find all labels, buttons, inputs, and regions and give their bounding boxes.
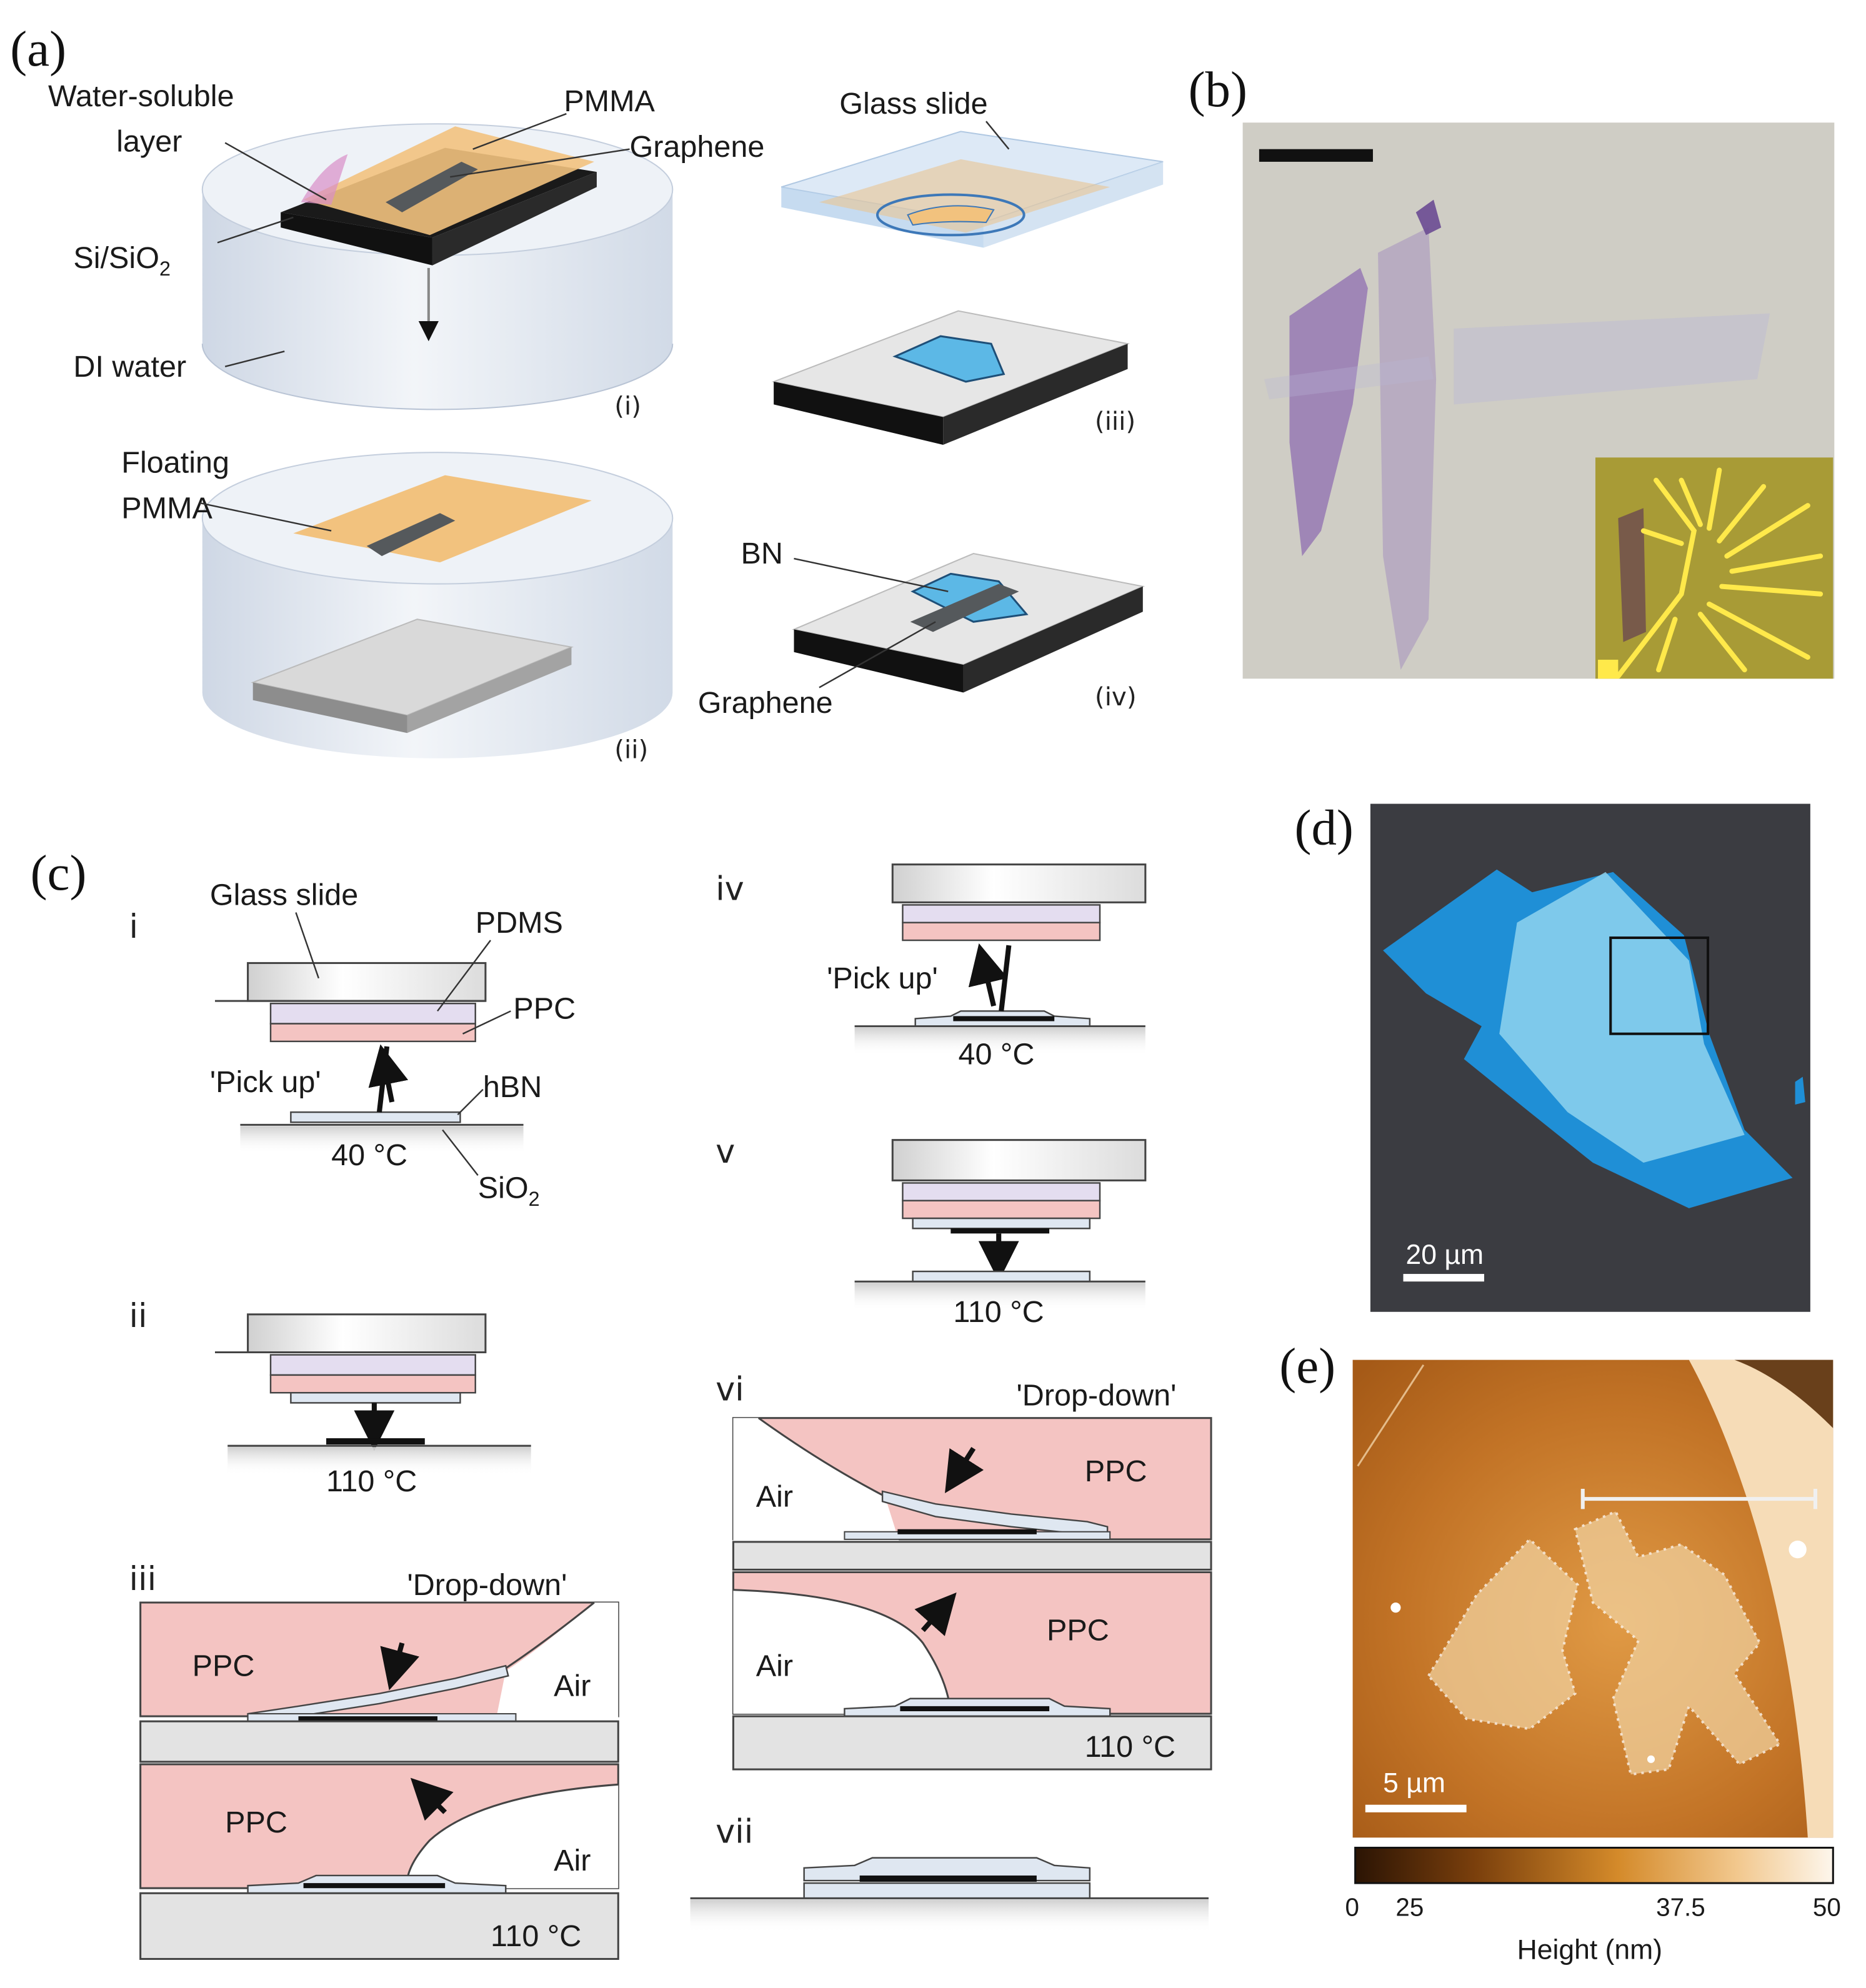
step-c-iv: iv xyxy=(716,870,744,908)
colorbar-e xyxy=(1354,1846,1834,1884)
label-hbn: hBN xyxy=(483,1070,542,1104)
stamp-c-i xyxy=(215,962,524,1154)
thin-flake-d xyxy=(1499,872,1745,1163)
colorbar-label: Height (nm) xyxy=(1517,1934,1662,1965)
panel-label-a: (a) xyxy=(10,21,66,77)
stamp-c-iv xyxy=(854,863,1147,1056)
label-glass-slide-a: Glass slide xyxy=(839,87,987,121)
step-a-iii: (iii) xyxy=(1095,406,1135,436)
stack-iv xyxy=(792,552,1145,693)
cbar-tick-25: 25 xyxy=(1395,1893,1424,1922)
si-sio2-chip-i xyxy=(281,126,597,266)
label-pmma: PMMA xyxy=(564,84,655,118)
panel-label-d: (d) xyxy=(1295,799,1354,855)
label-air-iii-top: Air xyxy=(554,1669,591,1703)
scale-bar-b xyxy=(1259,149,1373,162)
inset-device xyxy=(1595,457,1834,679)
stamp-c-ii xyxy=(215,1313,531,1475)
label-graphene-iv: Graphene xyxy=(698,686,833,720)
label-ppc-iii-top: PPC xyxy=(192,1649,255,1682)
interface-c-vi-bottom xyxy=(732,1571,1212,1771)
scale-bar-d xyxy=(1403,1274,1484,1282)
purple-flake-2 xyxy=(1378,227,1437,670)
label-floating-pmma: PMMA xyxy=(121,491,212,525)
label-air-vi-bottom: Air xyxy=(756,1649,793,1682)
label-temp-110-iii: 110 °C xyxy=(491,1919,581,1953)
label-ppc-iii-bottom: PPC xyxy=(225,1806,287,1839)
panel-d: (d) 20 µm xyxy=(1295,799,1810,1312)
interface-c-iii-top xyxy=(139,1601,619,1763)
glass-slide-iii xyxy=(781,131,1164,248)
scale-label-d: 20 µm xyxy=(1406,1240,1484,1270)
scale-bar-e xyxy=(1365,1804,1467,1812)
panel-c: (c) i Glass slide PDMS PPC 'Pick up' hBN… xyxy=(31,845,1212,1960)
panel-b: (b) xyxy=(1189,61,1835,679)
bn-substrate-iii xyxy=(771,310,1130,445)
label-drop-down-iii: 'Drop-down' xyxy=(407,1568,567,1602)
label-layer: layer xyxy=(116,125,182,159)
panel-label-b: (b) xyxy=(1189,61,1247,117)
label-temp-110-v: 110 °C xyxy=(953,1295,1044,1329)
label-si-sio2: Si/SiO2 xyxy=(73,241,171,280)
label-di-water: DI water xyxy=(73,350,186,384)
label-pick-up-i: 'Pick up' xyxy=(210,1065,321,1099)
final-stack-vii xyxy=(690,1857,1209,1932)
label-pick-up-iv: 'Pick up' xyxy=(827,962,938,995)
cbar-tick-0: 0 xyxy=(1345,1893,1359,1922)
label-ppc-c-i: PPC xyxy=(513,992,576,1025)
panel-a: (a) Water-soluble layer PMMA Graphene Si… xyxy=(10,21,1164,765)
scale-label-e: 5 µm xyxy=(1383,1767,1445,1798)
flake-outline-1 xyxy=(1427,1538,1579,1731)
step-c-iii: iii xyxy=(129,1560,156,1598)
label-graphene: Graphene xyxy=(630,130,765,164)
panel-label-e: (e) xyxy=(1279,1338,1335,1394)
step-c-v: v xyxy=(716,1133,735,1171)
inset-box-d xyxy=(1609,936,1710,1035)
interface-c-vi-top xyxy=(732,1417,1212,1571)
label-ppc-vi-bottom: PPC xyxy=(1047,1614,1109,1648)
label-ppc-vi-top: PPC xyxy=(1085,1454,1147,1488)
cbar-tick-37-5: 37.5 xyxy=(1656,1893,1705,1922)
interface-c-iii-bottom xyxy=(139,1763,619,1960)
label-drop-down-vi: 'Drop-down' xyxy=(1017,1378,1177,1412)
step-a-ii: (ii) xyxy=(614,735,648,765)
step-a-i: (i) xyxy=(614,391,641,421)
cbar-tick-50: 50 xyxy=(1813,1893,1841,1922)
label-air-iii-bottom: Air xyxy=(554,1844,591,1877)
water-bath-ii xyxy=(201,452,674,758)
label-bn: BN xyxy=(741,537,783,570)
panel-label-c: (c) xyxy=(31,845,87,901)
afm-bright-region xyxy=(1689,1359,1834,1838)
label-air-vi-top: Air xyxy=(756,1479,793,1513)
label-water-soluble: Water-soluble xyxy=(48,79,234,113)
stamp-c-v xyxy=(854,1139,1147,1311)
label-temp-110-ii: 110 °C xyxy=(326,1464,417,1498)
step-c-ii: ii xyxy=(129,1297,147,1335)
label-temp-40-iv: 40 °C xyxy=(958,1037,1034,1071)
graphene-flake-iv xyxy=(910,584,1019,632)
step-c-vii: vii xyxy=(716,1812,753,1851)
step-c-vi: vi xyxy=(716,1370,744,1408)
step-c-i: i xyxy=(129,908,138,946)
bn-flake-iii xyxy=(892,335,1005,383)
step-a-iv: (iv) xyxy=(1095,682,1137,712)
purple-flake-1 xyxy=(1289,267,1368,557)
label-pdms: PDMS xyxy=(476,906,563,940)
label-floating: Floating xyxy=(121,446,229,480)
label-temp-110-vi: 110 °C xyxy=(1085,1730,1175,1764)
graphene-flake-i xyxy=(386,161,478,212)
label-glass-slide-c: Glass slide xyxy=(210,878,358,912)
label-temp-40-i: 40 °C xyxy=(331,1138,407,1172)
label-sio2: SiO2 xyxy=(478,1171,540,1210)
flake-outline-2 xyxy=(1574,1509,1782,1776)
graphene-flake-ii xyxy=(366,513,456,557)
panel-e: (e) 5 µm 0 25 37.5 50 Height (nm) xyxy=(1279,1338,1841,1965)
